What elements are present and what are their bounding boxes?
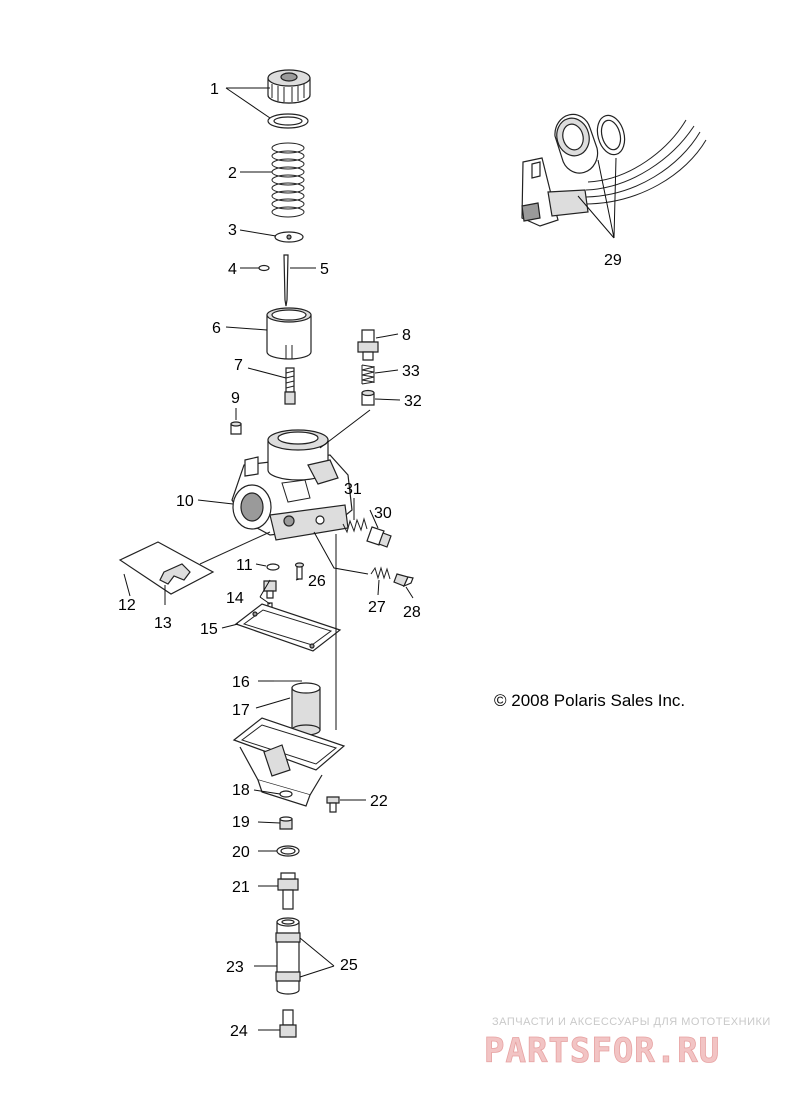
part-2-spring [271, 142, 305, 218]
callout-27: 27 [368, 599, 386, 616]
leader-lines [123, 87, 617, 1031]
part-17-float [291, 682, 321, 736]
callout-31: 31 [344, 481, 362, 498]
callout-4: 4 [228, 261, 237, 278]
callout-18: 18 [232, 782, 250, 799]
callout-3: 3 [228, 222, 237, 239]
part-29-throttle-housing [521, 113, 707, 227]
callout-30: 30 [374, 505, 392, 522]
part-9-pin [230, 421, 242, 435]
callout-13: 13 [154, 615, 172, 632]
callout-15: 15 [200, 621, 218, 638]
watermark-brand: PARTSFOR.RU [484, 1031, 720, 1071]
callout-2: 2 [228, 165, 237, 182]
callout-labels: 1 2 3 4 5 6 7 8 9 10 11 12 13 14 15 16 1… [118, 81, 622, 1040]
callout-7: 7 [234, 357, 243, 374]
callout-32: 32 [404, 393, 422, 410]
callout-19: 19 [232, 814, 250, 831]
part-31-spring [342, 517, 368, 534]
callout-20: 20 [232, 844, 250, 861]
part-27-spring [370, 566, 391, 580]
callout-26: 26 [308, 573, 326, 590]
watermark-tagline: ЗАПЧАСТИ И АКСЕССУАРЫ ДЛЯ МОТОТЕХНИКИ [492, 1016, 771, 1028]
callout-29: 29 [604, 252, 622, 269]
callout-12: 12 [118, 597, 136, 614]
part-18-washer [279, 790, 293, 798]
callout-25: 25 [340, 957, 358, 974]
part-20-o-ring [276, 845, 300, 857]
part-6-throttle-slide [266, 307, 312, 360]
part-28-screw [393, 573, 414, 588]
part-22-bowl-screw [326, 796, 340, 813]
callout-11: 11 [236, 557, 253, 574]
part-3-retainer-plate [274, 231, 304, 243]
callout-22: 22 [370, 793, 388, 810]
part-15-float-bowl-gasket [234, 603, 342, 652]
callout-17: 17 [232, 702, 250, 719]
copyright-notice: © 2008 Polaris Sales Inc. [494, 691, 685, 710]
part-33-spring [361, 364, 375, 385]
callout-33: 33 [402, 363, 420, 380]
callout-28: 28 [403, 604, 421, 621]
callout-5: 5 [320, 261, 329, 278]
part-12-gasket [118, 541, 215, 595]
part-8-fitting [357, 329, 379, 361]
part-1-top-cap [267, 69, 311, 129]
part-7-screw [284, 367, 296, 405]
part-32-plunger [361, 389, 375, 406]
part-4-clip [258, 264, 270, 272]
part-19-plug [279, 816, 293, 830]
callout-10: 10 [176, 493, 194, 510]
callout-16: 16 [232, 674, 250, 691]
callout-23: 23 [226, 959, 244, 976]
part-23-drain-hose [275, 917, 301, 995]
part-24-fitting [279, 1009, 297, 1038]
callout-6: 6 [212, 320, 221, 337]
part-10-carburetor-body [231, 429, 353, 541]
callout-14: 14 [226, 590, 244, 607]
callout-24: 24 [230, 1023, 248, 1040]
callout-8: 8 [402, 327, 411, 344]
callout-21: 21 [232, 879, 250, 896]
part-5-jet-needle [283, 254, 289, 307]
part-30-idle-screw [366, 526, 392, 548]
callout-1: 1 [210, 81, 219, 98]
watermark: ЗАПЧАСТИ И АКСЕССУАРЫ ДЛЯ МОТОТЕХНИКИ PA… [484, 1016, 771, 1071]
part-26-screw [294, 562, 305, 580]
callout-9: 9 [231, 390, 240, 407]
part-21-drain-fitting [277, 872, 299, 910]
part-13-bracket [159, 531, 271, 585]
part-11-washer [266, 563, 280, 571]
